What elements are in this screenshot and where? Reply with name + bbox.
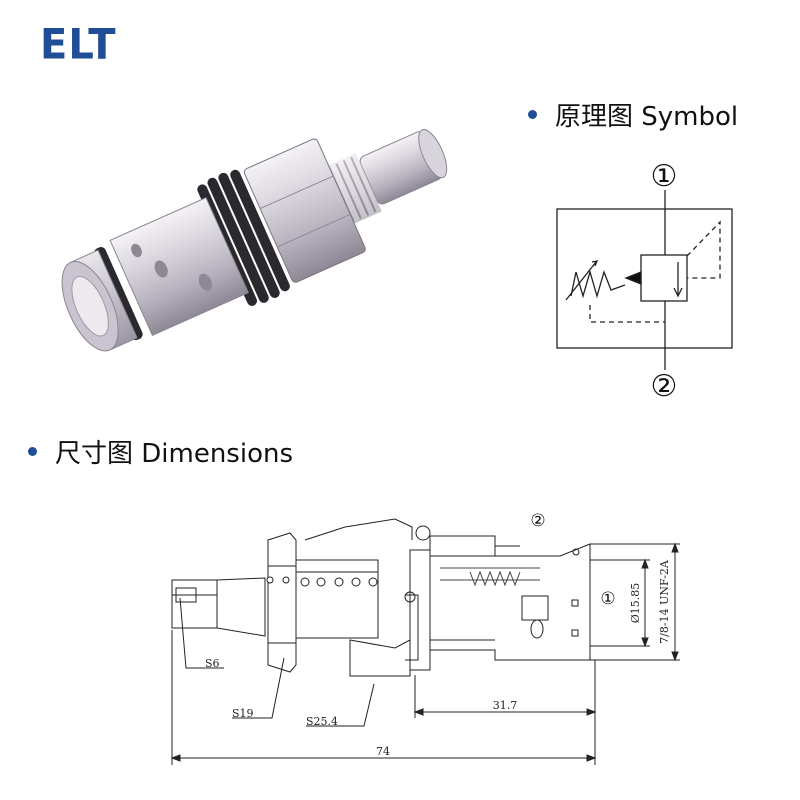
drawing-port-top: ② (530, 511, 545, 531)
dim-74: 74 (376, 745, 390, 758)
valve-product-image (61, 129, 448, 352)
dimension-drawing (170, 518, 680, 765)
dimensions-heading: 尺寸图 Dimensions (28, 433, 293, 470)
brand-logo: ELT (40, 20, 117, 70)
dim-s19: S19 (232, 707, 254, 720)
symbol-port-bottom: ② (651, 369, 678, 404)
dim-thread: 7/8-14 UNF-2A (658, 559, 671, 644)
dimensions-heading-text: 尺寸图 Dimensions (55, 439, 294, 469)
symbol-heading-text: 原理图 Symbol (555, 102, 739, 132)
hydraulic-symbol (556, 190, 733, 370)
dimension-labels: ② ① S6 S19 S25.4 31.7 74 Ø15.85 7/8-14 U… (205, 511, 671, 758)
symbol-port-top: ① (651, 159, 678, 194)
dim-s6: S6 (205, 657, 220, 670)
drawing-port-side: ① (600, 589, 615, 609)
symbol-port-labels: ① ② (651, 159, 678, 404)
dim-s25: S25.4 (306, 715, 338, 728)
symbol-heading: 原理图 Symbol (528, 96, 738, 133)
dim-31-7: 31.7 (493, 699, 518, 712)
bullet-icon (28, 447, 37, 456)
bullet-icon (528, 110, 537, 119)
dim-diameter: Ø15.85 (629, 583, 642, 624)
symbol-frame (556, 208, 733, 349)
